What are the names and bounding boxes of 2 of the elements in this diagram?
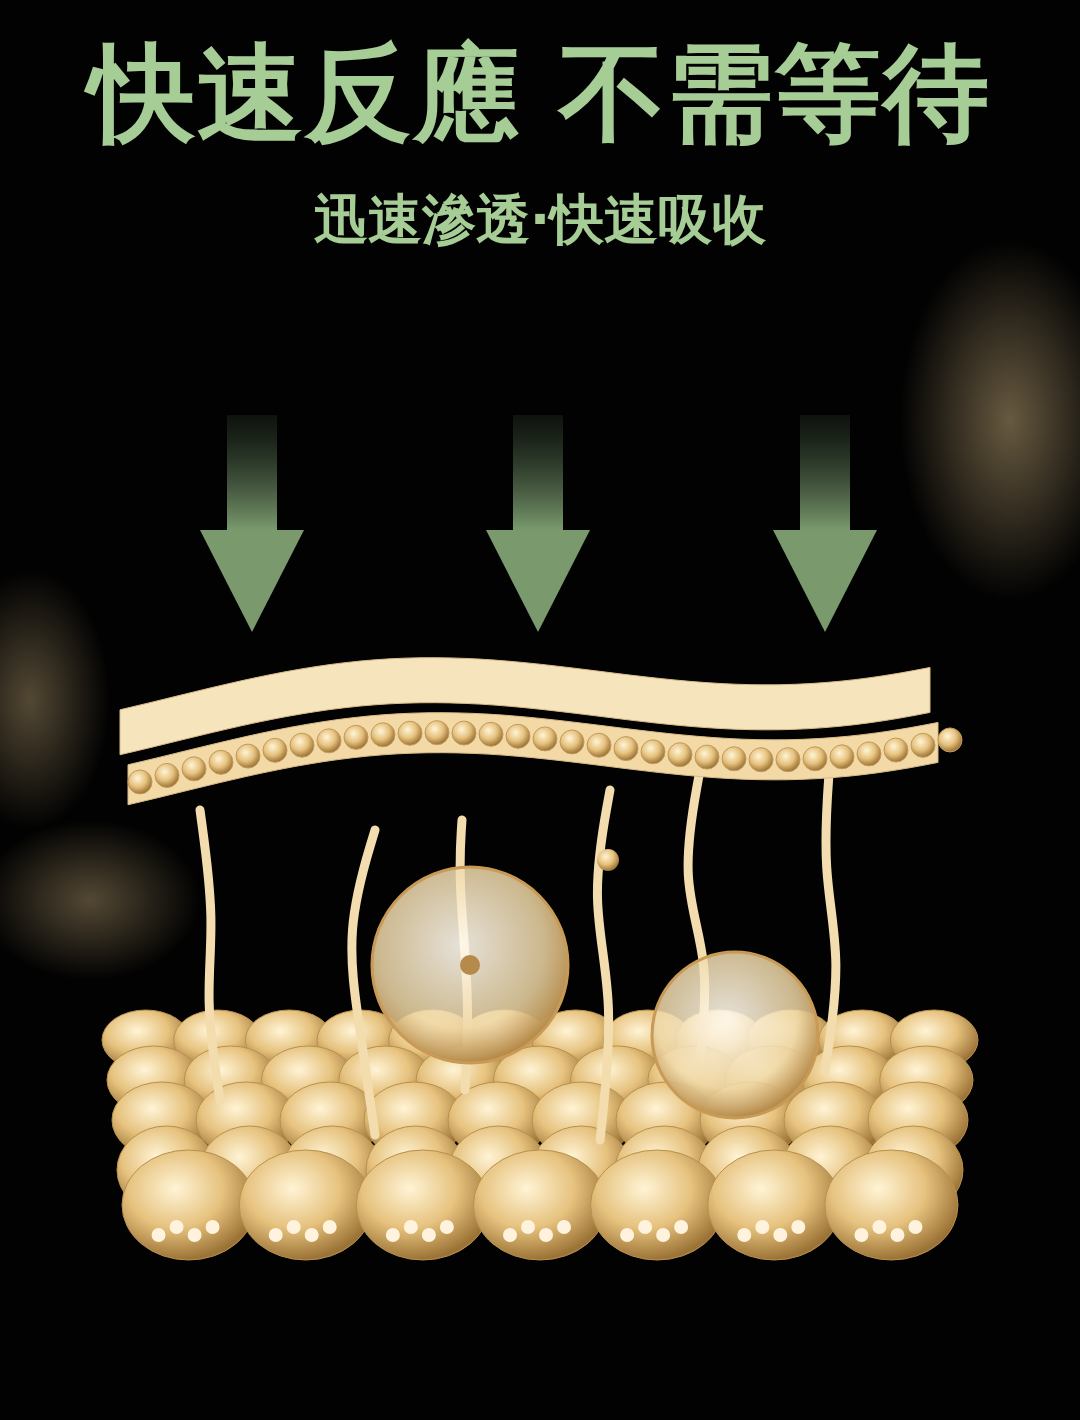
subheadline: 迅速滲透·快速吸收 [312,188,768,253]
headline: 快速反應 不需等待 [0,30,1080,158]
